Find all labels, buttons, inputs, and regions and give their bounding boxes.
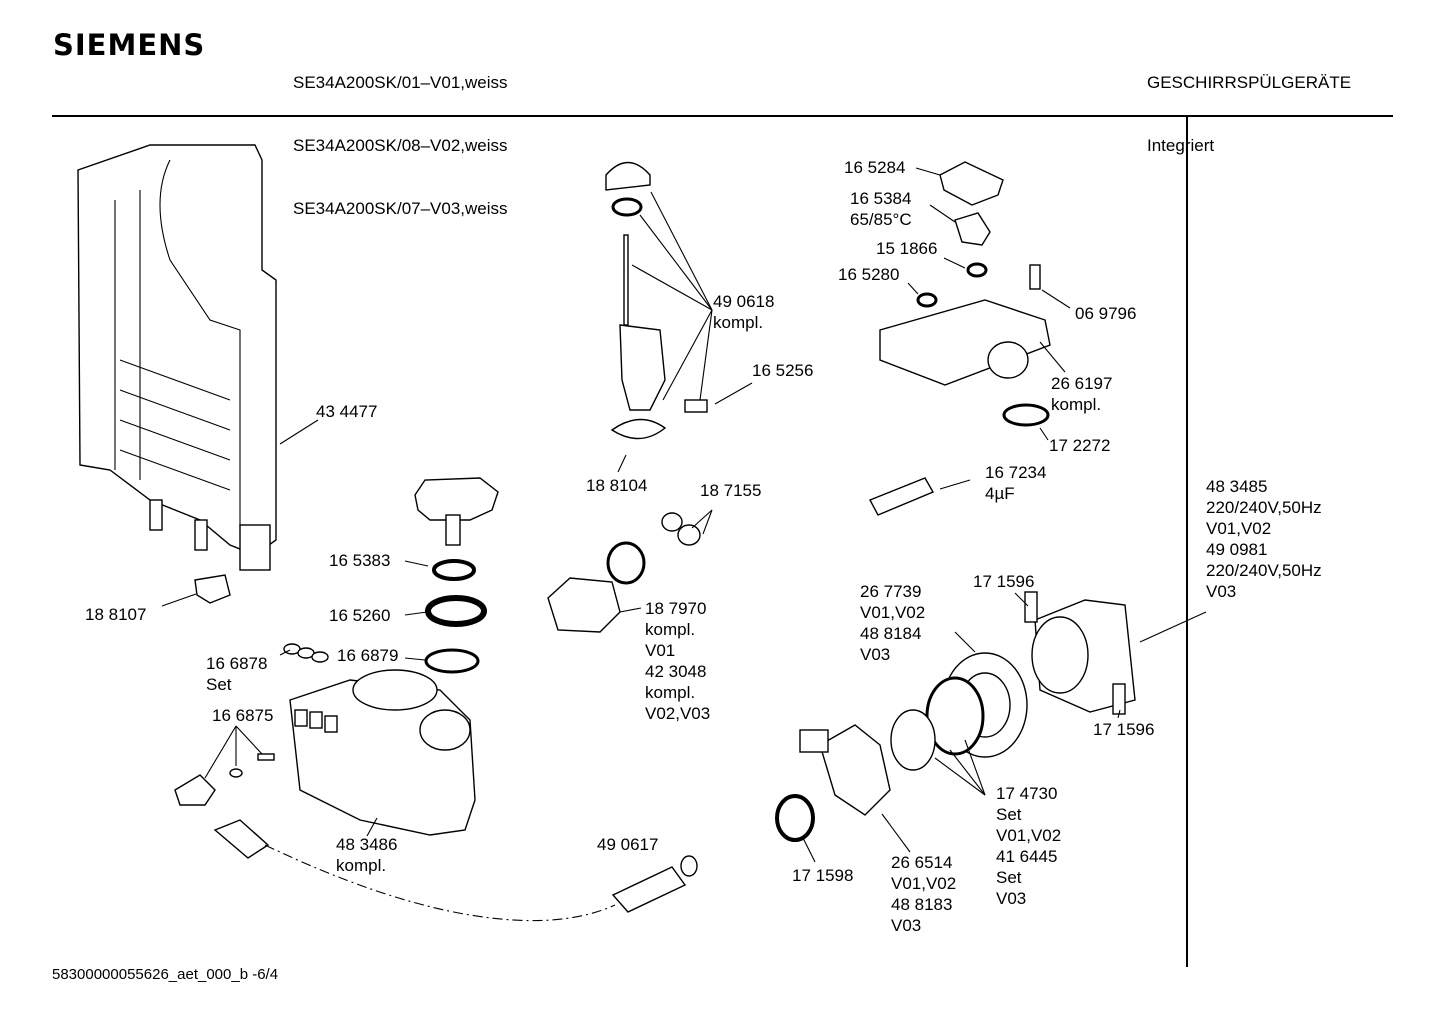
part-label: 18 7970 kompl. V01 42 3048 kompl. V02,V0… xyxy=(645,598,710,724)
sump-part xyxy=(289,669,476,836)
label-line: 48 3486 xyxy=(336,835,398,854)
thermostat-group-part xyxy=(879,161,1051,427)
label-line: V01,V02 xyxy=(1206,519,1272,538)
circulation-pump-part xyxy=(775,591,1136,842)
part-label: 26 6514 V01,V02 48 8183 V03 xyxy=(891,852,956,936)
part-label: 06 9796 xyxy=(1075,304,1137,323)
label-line: Set xyxy=(206,675,232,694)
side-divider xyxy=(1186,117,1188,967)
drain-hose-part xyxy=(611,866,687,913)
label-line: kompl. xyxy=(713,313,764,332)
part-label: 16 5383 xyxy=(329,551,391,570)
label-line: V03 xyxy=(891,916,922,935)
caps-set-part xyxy=(283,643,329,663)
part-label: 18 7155 xyxy=(700,481,762,500)
label-line: 18 7970 xyxy=(645,599,707,618)
part-label: 48 3486 kompl. xyxy=(336,834,397,876)
water-tank-part xyxy=(77,144,277,571)
part-label: 49 0617 xyxy=(597,835,659,854)
label-line: 16 5384 xyxy=(850,189,912,208)
part-label: 16 5284 xyxy=(844,158,906,177)
part-label: 17 1598 xyxy=(792,866,854,885)
part-label: 26 7739 V01,V02 48 8184 V03 xyxy=(860,581,925,665)
threaded-ring-part xyxy=(425,595,487,627)
brand-logo: SIEMENS xyxy=(53,28,206,62)
category-line: Integriert xyxy=(1147,136,1215,155)
gasket-part xyxy=(432,559,476,581)
part-label: 16 7234 4µF xyxy=(985,462,1046,504)
valve-part xyxy=(174,753,275,806)
part-label: 16 6879 xyxy=(337,646,399,665)
label-line: 49 0618 xyxy=(713,292,775,311)
label-line: 41 6445 xyxy=(996,847,1058,866)
part-label: 18 8107 xyxy=(85,605,147,624)
label-line: 220/240V,50Hz xyxy=(1206,498,1322,517)
part-label: 16 5260 xyxy=(329,606,391,625)
label-line: kompl. xyxy=(336,856,387,875)
leader-lines xyxy=(161,167,1207,863)
label-line: 65/85°C xyxy=(850,210,912,229)
part-label: 17 1596 xyxy=(1093,720,1155,739)
label-line: 42 3048 xyxy=(645,662,707,681)
hose-ring-part xyxy=(680,855,698,877)
part-label: 17 2272 xyxy=(1049,436,1111,455)
part-label: 49 0618 kompl. xyxy=(713,291,774,333)
part-label: 16 5256 xyxy=(752,361,814,380)
label-line: V02,V03 xyxy=(645,704,711,723)
model-line: SE34A200SK/08–V02,weiss xyxy=(293,136,508,155)
model-list: SE34A200SK/01–V01,weiss SE34A200SK/08–V0… xyxy=(293,30,508,240)
part-label: 18 8104 xyxy=(586,476,648,495)
label-line: V01,V02 xyxy=(891,874,957,893)
label-line: V03 xyxy=(1206,582,1237,601)
part-label: 16 5280 xyxy=(838,265,900,284)
pump-module-part xyxy=(547,512,701,633)
label-line: V01,V02 xyxy=(860,603,926,622)
label-line: V01,V02 xyxy=(996,826,1062,845)
model-line: SE34A200SK/01–V01,weiss xyxy=(293,73,508,92)
label-line: 220/240V,50Hz xyxy=(1206,561,1322,580)
spray-assembly-part xyxy=(605,161,708,440)
label-line: Set xyxy=(996,868,1022,887)
category-line: GESCHIRRSPÜLGERÄTE xyxy=(1147,73,1352,92)
document-id: 58300000055626_aet_000_b -6/4 xyxy=(52,966,279,983)
drain-hose-end-part xyxy=(213,819,270,859)
category: GESCHIRRSPÜLGERÄTE Integriert xyxy=(1147,30,1351,177)
part-label: 16 6878 Set xyxy=(206,653,267,695)
part-label: 16 5384 65/85°C xyxy=(850,188,912,230)
part-label: 17 4730 Set V01,V02 41 6445 Set V03 xyxy=(996,783,1061,909)
label-line: kompl. xyxy=(645,620,696,639)
part-label: 48 3485 220/240V,50Hz V01,V02 49 0981 22… xyxy=(1206,476,1322,602)
salt-cap-part xyxy=(414,477,499,546)
label-line: 48 8184 xyxy=(860,624,922,643)
part-label: 16 6875 xyxy=(212,706,274,725)
label-line: 48 3485 xyxy=(1206,477,1268,496)
label-line: 48 8183 xyxy=(891,895,953,914)
label-line: V01 xyxy=(645,641,676,660)
part-label: 43 4477 xyxy=(316,402,378,421)
label-line: kompl. xyxy=(1051,395,1102,414)
label-line: V03 xyxy=(860,645,891,664)
part-label: 15 1866 xyxy=(876,239,938,258)
hose-clamp-part xyxy=(194,574,231,604)
label-line: 26 6514 xyxy=(891,853,953,872)
label-line: 4µF xyxy=(985,484,1015,503)
label-line: 26 6197 xyxy=(1051,374,1113,393)
part-label: 17 1596 xyxy=(973,572,1035,591)
model-line: SE34A200SK/07–V03,weiss xyxy=(293,199,508,218)
label-line: Set xyxy=(996,805,1022,824)
label-line: V03 xyxy=(996,889,1027,908)
label-line: 16 6878 xyxy=(206,654,268,673)
label-line: 17 4730 xyxy=(996,784,1058,803)
capacitor-part xyxy=(869,477,935,516)
label-line: 49 0981 xyxy=(1206,540,1268,559)
header-rule xyxy=(52,115,1393,117)
label-line: 16 7234 xyxy=(985,463,1047,482)
seal-ring-part xyxy=(424,648,480,674)
label-line: kompl. xyxy=(645,683,696,702)
label-line: 26 7739 xyxy=(860,582,922,601)
part-label: 26 6197 kompl. xyxy=(1051,373,1112,415)
